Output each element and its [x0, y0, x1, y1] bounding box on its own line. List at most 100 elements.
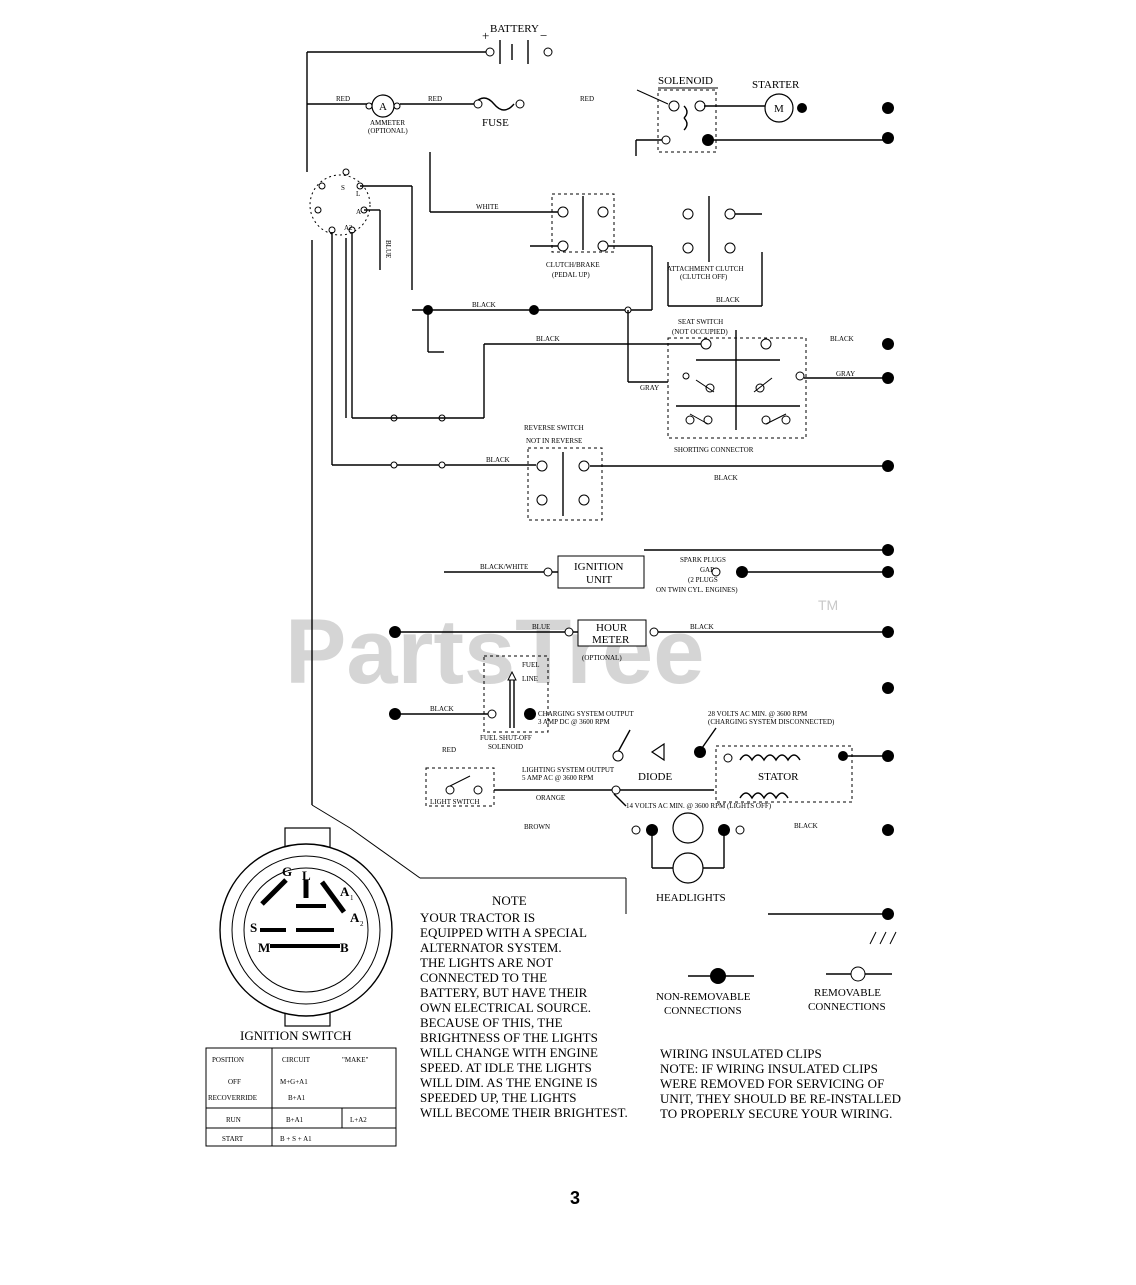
headlights-label: HEADLIGHTS — [656, 892, 726, 904]
table-row-recoverride-circuit: B+A1 — [288, 1094, 306, 1102]
attach-clutch-sub: (CLUTCH OFF) — [680, 273, 728, 281]
wire-brown: BROWN — [524, 823, 550, 831]
fuel-solenoid-label-1: FUEL SHUT-OFF — [480, 734, 532, 742]
volts-14-label: 14 VOLTS AC MIN. @ 3600 RPM (LIGHTS OFF) — [626, 802, 772, 810]
note-line: ALTERNATOR SYSTEM. — [420, 940, 562, 955]
fuel-solenoid-label-2: SOLENOID — [488, 743, 523, 751]
fuel-line-label-1: FUEL — [522, 661, 540, 669]
note-line: WILL BECOME THEIR BRIGHTEST. — [420, 1105, 628, 1120]
battery-positive-icon: + — [482, 28, 489, 43]
table-header-make: "MAKE" — [342, 1056, 368, 1064]
attachment-clutch-switch: ATTACHMENT CLUTCH (CLUTCH OFF) BLACK — [667, 196, 763, 307]
ammeter-optional: (OPTIONAL) — [368, 127, 408, 135]
terminal-s-label: S — [341, 184, 345, 192]
lighting-output-label-2: 5 AMP AC @ 3600 RPM — [522, 774, 594, 782]
spark-plugs-label-2: GAP — [700, 566, 714, 574]
note-line: BRIGHTNESS OF THE LIGHTS — [420, 1030, 598, 1045]
wire-gray-a: GRAY — [640, 384, 659, 392]
hour-meter-label-1: HOUR — [596, 622, 628, 634]
connection-legend: NON-REMOVABLE CONNECTIONS REMOVABLE CONN… — [656, 908, 897, 1017]
wire-gray-b: GRAY — [836, 370, 855, 378]
watermark: PartsTree TM — [285, 597, 838, 703]
volts-28-label-2: (CHARGING SYSTEM DISCONNECTED) — [708, 718, 835, 726]
wire-red-light: RED — [442, 746, 456, 754]
battery-negative-icon: − — [540, 28, 547, 43]
table-row-off-circuit: M+G+A1 — [280, 1078, 308, 1086]
battery: BATTERY + − — [307, 23, 553, 64]
note-line: SPEEDED UP, THE LIGHTS — [420, 1090, 577, 1105]
non-removable-connection-icon — [710, 968, 726, 984]
wire-black-fuel: BLACK — [430, 705, 454, 713]
terminal-a2-label: A2 — [344, 224, 353, 232]
ignition-unit-label-2: UNIT — [586, 574, 613, 586]
solenoid-label: SOLENOID — [658, 75, 713, 87]
clutch-brake-label: CLUTCH/BRAKE — [546, 261, 600, 269]
fuse-icon — [473, 97, 515, 111]
ignition-switch-table: POSITION CIRCUIT "MAKE" OFF M+G+A1 RECOV… — [205, 1047, 397, 1147]
table-row-run-make: L+A2 — [350, 1116, 367, 1124]
clips-note-line: UNIT, THEY SHOULD BE RE-INSTALLED — [660, 1091, 901, 1106]
switch-letter-g: G — [282, 864, 292, 879]
diode-label: DIODE — [638, 771, 672, 783]
headlight-icon-bottom — [672, 852, 704, 884]
switch-letter-s: S — [250, 920, 257, 935]
table-row-start-circuit: B + S + A1 — [280, 1135, 312, 1143]
spark-plugs-label-4: ON TWIN CYL. ENGINES) — [656, 586, 738, 594]
terminal-a-label: A — [356, 208, 361, 216]
clutch-brake-sub: (PEDAL UP) — [552, 271, 590, 279]
clips-note-line: WIRING INSULATED CLIPS — [660, 1046, 822, 1061]
clips-note: WIRING INSULATED CLIPS NOTE: IF WIRING I… — [660, 1046, 901, 1121]
note-line: WILL DIM. AS THE ENGINE IS — [420, 1075, 598, 1090]
headlight-icon-top — [672, 812, 704, 844]
wire-black-hm: BLACK — [690, 623, 714, 631]
table-row-run-circuit: B+A1 — [286, 1116, 304, 1124]
spark-plugs-label-1: SPARK PLUGS — [680, 556, 726, 564]
wire-white: WHITE — [476, 203, 499, 211]
switch-letter-a1-sub: 1 — [350, 894, 354, 902]
table-row-start-position: START — [222, 1135, 244, 1143]
switch-letter-m: M — [258, 940, 270, 955]
note-title: NOTE — [492, 893, 527, 908]
fuel-shutoff-solenoid: FUEL LINE BLACK FUEL SHUT-OFF SOLENOID — [389, 655, 549, 751]
seat-switch-sub: (NOT OCCUPIED) — [672, 328, 728, 336]
starter-label: STARTER — [752, 79, 800, 91]
wire-black-white: BLACK/WHITE — [480, 563, 528, 571]
ignition-switch-terminals: S L A A2 BLUE — [309, 168, 413, 465]
wire-black-b: BLACK — [536, 335, 560, 343]
note-line: YOUR TRACTOR IS — [420, 910, 535, 925]
battery-label: BATTERY — [490, 23, 539, 35]
removable-label-2: CONNECTIONS — [808, 1001, 886, 1013]
table-row-recoverride-position: RECOVERRIDE — [208, 1094, 257, 1102]
table-row-off-position: OFF — [228, 1078, 241, 1086]
ammeter-label: AMMETER — [370, 119, 405, 127]
page-number: 3 — [570, 1188, 580, 1208]
note-line: BATTERY, BUT HAVE THEIR — [420, 985, 588, 1000]
solenoid: SOLENOID — [635, 75, 894, 156]
clips-note-line: NOTE: IF WIRING INSULATED CLIPS — [660, 1061, 878, 1076]
volts-28-label-1: 28 VOLTS AC MIN. @ 3600 RPM — [708, 710, 808, 718]
wire-blue-hm: BLUE — [532, 623, 550, 631]
ignition-switch-title: IGNITION SWITCH — [240, 1028, 352, 1043]
starter: STARTER M — [704, 79, 894, 123]
charging-output-label-2: 3 AMP DC @ 3600 RPM — [538, 718, 611, 726]
wire-black-rev2: BLACK — [714, 474, 738, 482]
lighting-output-label-1: LIGHTING SYSTEM OUTPUT — [522, 766, 615, 774]
watermark-brand: PartsTree — [285, 601, 704, 703]
switch-letter-b: B — [340, 940, 349, 955]
note-line: WILL CHANGE WITH ENGINE — [420, 1045, 598, 1060]
reverse-switch-sub: NOT IN REVERSE — [526, 437, 582, 445]
diode-icon — [650, 742, 665, 762]
clutch-brake-switch: WHITE CLUTCH/BRAKE (PEDAL UP) — [429, 152, 653, 310]
non-removable-label-2: CONNECTIONS — [664, 1005, 742, 1017]
table-header-position: POSITION — [212, 1056, 244, 1064]
seat-switch-label: SEAT SWITCH — [678, 318, 723, 326]
switch-letter-a2: A — [350, 910, 360, 925]
wire-blue-vertical: BLUE — [384, 240, 392, 258]
shorting-connector-label: SHORTING CONNECTOR — [674, 446, 754, 454]
ignition-switch-diagram: G L A 1 A 2 S M B IGNITION SWITCH — [219, 804, 627, 1043]
wire-black-a: BLACK — [472, 301, 496, 309]
charging-output-label-1: CHARGING SYSTEM OUTPUT — [538, 710, 634, 718]
wire-orange: ORANGE — [536, 794, 565, 802]
